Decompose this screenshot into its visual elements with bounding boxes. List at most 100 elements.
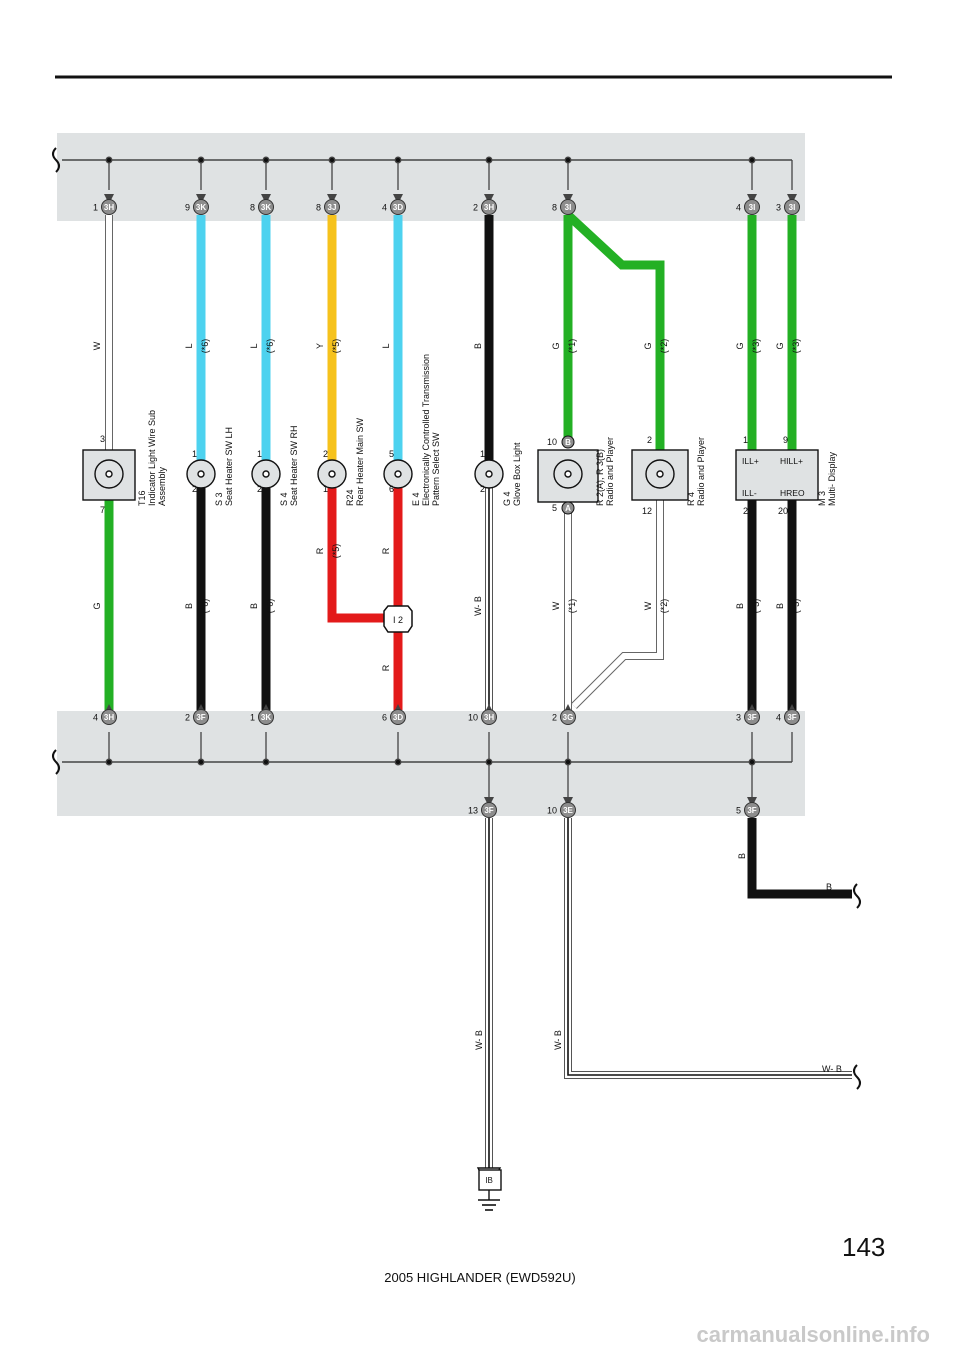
bottom-connector-5-id: 3H [484, 713, 494, 722]
top-connector-2-id: 3K [196, 203, 206, 212]
top-connector-5-id: 3D [393, 203, 403, 212]
lower-wire-color-3: B [249, 603, 259, 609]
component-pin-bottom-6: 2 [480, 484, 485, 494]
top-connector-8-id: 3I [749, 203, 756, 212]
bottom-connector-1-pin: 4 [93, 713, 98, 723]
top-bus-drops [105, 156, 793, 190]
upper-wire-note-10: (*3) [791, 339, 801, 354]
lower-wire-note-8: (*2) [659, 599, 669, 614]
lower-wire-note-7: (*1) [567, 599, 577, 614]
lower-wire-note-2: (*6) [200, 599, 210, 614]
top-connector-4-id: 3J [328, 203, 337, 212]
component-pin-top-conn-7: B [565, 438, 571, 447]
bottom-connector-6: 3G2 [552, 704, 576, 725]
bottom-connector-7-pin: 3 [736, 713, 741, 723]
component-pin-top-3: 1 [257, 449, 262, 459]
component-pin-top-1: 3 [100, 434, 105, 444]
lower-wire-color-10: B [775, 603, 785, 609]
ground-label: IB [485, 1176, 493, 1185]
top-connector-9: 3I3 [776, 194, 800, 215]
component-pin-top-5: 5 [389, 449, 394, 459]
upper-wire-note-8: (*2) [659, 339, 669, 354]
component-id-5: E 4 [411, 492, 421, 506]
top-connector-8-badge [744, 199, 760, 215]
out-connector-3-pin: 5 [736, 806, 741, 816]
lower-wire-color-7: W [551, 601, 561, 610]
lower-wire-color-4: R [315, 547, 325, 554]
top-connector-6-pin: 2 [473, 203, 478, 213]
top-bus-break-mark [52, 147, 60, 173]
component-pin-top-8: 2 [647, 435, 652, 445]
component-name-7-1: Radio and Player [605, 437, 615, 506]
junction-label: I 2 [393, 615, 403, 625]
upper-wire-note-4: (*5) [331, 339, 341, 354]
m3-terminal-3: ILL- [742, 488, 757, 498]
component-pin-bottom-3: 2 [257, 484, 262, 494]
upper-wire-color-4: Y [315, 343, 325, 349]
component-id-9: M 3 [817, 491, 827, 506]
lower-wire-note-9: (*3) [751, 599, 761, 614]
component-pin-bottom-5: 6 [389, 484, 394, 494]
b-wire-break-mark [853, 883, 861, 909]
bottom-connector-4: 3D6 [382, 704, 406, 725]
top-connector-7: 3I8 [552, 194, 576, 215]
m3-terminal-1: ILL+ [742, 456, 759, 466]
component-id-6: G 4 [502, 491, 512, 506]
upper-wire-color-6: B [473, 343, 483, 349]
m3-pin-bottom-1: 2 [743, 506, 748, 516]
right-wb-out-label: W- B [822, 1064, 842, 1074]
wires [104, 211, 852, 1168]
bottom-connector-7: 3F 3 [736, 704, 760, 725]
bottom-connector-1: 3H 4 [93, 704, 117, 725]
right-b-vertical-label: B [737, 853, 747, 859]
wb-vertical-label-2: W- B [553, 1030, 563, 1050]
component-pin-top-6: 1 [480, 449, 485, 459]
top-connector-9-badge [784, 199, 800, 215]
top-connector-4: 3J8 [316, 194, 340, 215]
bottom-connector-3: 3K1 [250, 704, 274, 725]
bottom-connector-3-badge [258, 709, 274, 725]
bottom-bus-drops [105, 732, 793, 800]
ground-symbol [476, 1167, 502, 1211]
top-connector-3-badge [258, 199, 274, 215]
right-b-out-label: B [826, 882, 832, 892]
page-number: 143 [842, 1232, 886, 1262]
lower-wire-color-6: W- B [473, 596, 483, 616]
upper-wire-color-8: G [643, 342, 653, 349]
top-connector-7-id: 3I [565, 203, 572, 212]
upper-wire-color-7: G [551, 342, 561, 349]
top-connector-1-badge [101, 199, 117, 215]
top-connector-6: 3H2 [473, 194, 497, 215]
component-pin-top-2: 1 [192, 449, 197, 459]
bottom-connector-1-id: 3H [104, 713, 114, 722]
wb-wire-break-mark [853, 1064, 861, 1090]
component-pin-top-7: 10 [547, 437, 557, 447]
lower-wire-note-3: (*6) [265, 599, 275, 614]
component-name-9-1: Multi- Display [827, 451, 837, 506]
m3-pin-bottom-2: 20 [778, 506, 788, 516]
bottom-connector-4-id: 3D [393, 713, 403, 722]
component-pin-bottom-4: 1 [323, 484, 328, 494]
component-pin-top-4: 2 [323, 449, 328, 459]
upper-wire-note-7: (*1) [567, 339, 577, 354]
m3-pin-top-2: 9 [783, 435, 788, 445]
wb-vertical-label-1: W- B [474, 1030, 484, 1050]
top-connector-1-id: 3H [104, 203, 114, 212]
lower-wire-color-5: R [381, 547, 391, 554]
bottom-connector-6-pin: 2 [552, 713, 557, 723]
top-connector-2-pin: 9 [185, 203, 190, 213]
top-connector-2: 3K 9 [185, 194, 209, 215]
component-id-2: S 3 [214, 492, 224, 506]
bottom-connector-7-id: 3F [747, 713, 756, 722]
bottom-connector-2-id: 3F [196, 713, 205, 722]
bottom-connector-6-badge [560, 709, 576, 725]
pin-badges [561, 435, 575, 515]
bottom-connector-8-id: 3F [787, 713, 796, 722]
m3-terminal-2: HILL+ [780, 456, 803, 466]
component-pin-bottom-8: 12 [642, 506, 652, 516]
upper-wire-note-2: (*6) [200, 339, 210, 354]
